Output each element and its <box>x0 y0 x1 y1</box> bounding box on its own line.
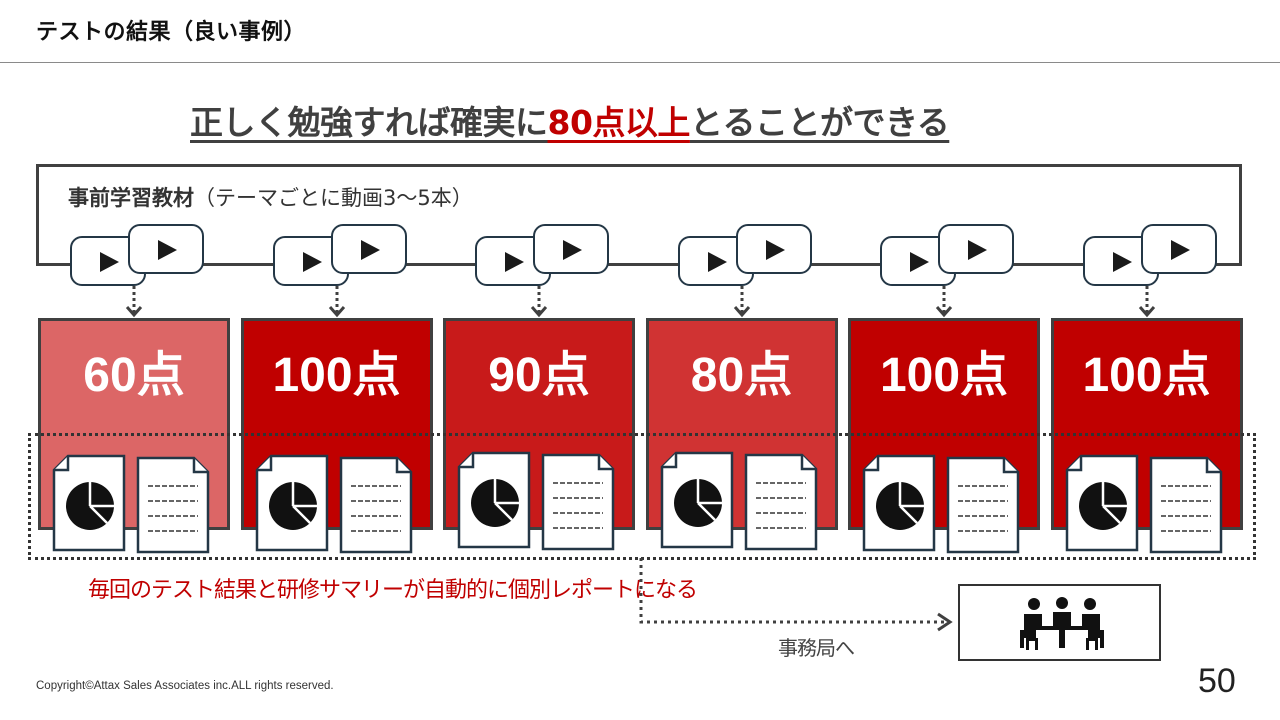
office-label: 事務局へ <box>778 636 855 660</box>
materials-connector <box>810 263 880 266</box>
materials-connector <box>1013 263 1083 266</box>
play-icon <box>563 240 582 260</box>
text-document-icon <box>1149 456 1222 554</box>
materials-connector <box>36 263 70 266</box>
text-document-icon <box>136 456 210 554</box>
play-icon <box>1112 252 1132 272</box>
headline: 正しく勉強すれば確実に80点以上とることができる <box>190 96 1090 142</box>
pie-chart-document-icon <box>457 451 531 549</box>
play-icon <box>505 252 524 272</box>
video-card-front <box>938 224 1014 274</box>
score-value: 100点 <box>1082 349 1211 402</box>
play-icon <box>1170 240 1190 260</box>
to-office-arrow <box>639 558 953 632</box>
score-box: 60点 <box>38 318 230 530</box>
materials-connector <box>405 263 475 266</box>
score-value: 80点 <box>690 349 793 402</box>
play-icon <box>765 240 785 260</box>
report-summary-text: 毎回のテスト結果と研修サマリーが自動的に個別レポートになる <box>88 578 698 603</box>
play-icon <box>707 252 727 272</box>
score-value: 90点 <box>488 349 590 402</box>
video-card-front <box>1140 224 1217 274</box>
score-value: 60点 <box>83 349 185 402</box>
text-document-icon <box>541 453 615 551</box>
headline-part-1: 正しく勉強すれば確実に <box>190 103 548 142</box>
video-card-front <box>533 224 609 274</box>
pie-chart-document-icon <box>660 451 733 549</box>
video-card-front <box>330 224 407 274</box>
pie-chart-document-icon <box>1065 454 1138 552</box>
video-card-front <box>735 224 812 274</box>
video-card-front <box>128 224 204 274</box>
materials-label-detail: （テーマごとに動画3〜5本） <box>194 186 473 210</box>
page-number: 50 <box>1198 662 1236 700</box>
down-arrow-icon <box>935 286 953 318</box>
materials-label-strong: 事前学習教材 <box>68 186 194 210</box>
pie-chart-document-icon <box>52 454 126 552</box>
play-icon <box>910 252 929 272</box>
play-icon <box>302 252 322 272</box>
pie-chart-document-icon <box>255 454 328 552</box>
text-document-icon <box>744 453 817 551</box>
materials-connector <box>203 263 273 266</box>
office-box <box>958 584 1161 661</box>
meeting-people-icon <box>1020 597 1104 650</box>
materials-connector <box>608 263 678 266</box>
materials-label: 事前学習教材（テーマごとに動画3〜5本） <box>68 182 473 212</box>
text-document-icon <box>946 456 1020 554</box>
slide-title: テストの結果（良い事例） <box>36 20 307 45</box>
play-icon <box>968 240 987 260</box>
play-icon <box>100 252 119 272</box>
pie-chart-document-icon <box>862 454 936 552</box>
materials-connector <box>1215 263 1242 266</box>
score-value: 100点 <box>272 349 401 402</box>
down-arrow-icon <box>1138 286 1155 318</box>
down-arrow-icon <box>530 286 548 318</box>
materials-frame <box>36 164 1242 266</box>
title-divider <box>0 62 1280 63</box>
play-icon <box>360 240 380 260</box>
down-arrow-icon <box>733 286 750 318</box>
copyright: Copyright©Attax Sales Associates inc.ALL… <box>36 680 334 692</box>
down-arrow-icon <box>125 286 143 318</box>
headline-highlight: 80点以上 <box>547 103 691 142</box>
headline-part-3: とることができる <box>689 103 950 142</box>
play-icon <box>158 240 177 260</box>
text-document-icon <box>339 456 412 554</box>
score-value: 100点 <box>879 349 1009 402</box>
down-arrow-icon <box>328 286 345 318</box>
